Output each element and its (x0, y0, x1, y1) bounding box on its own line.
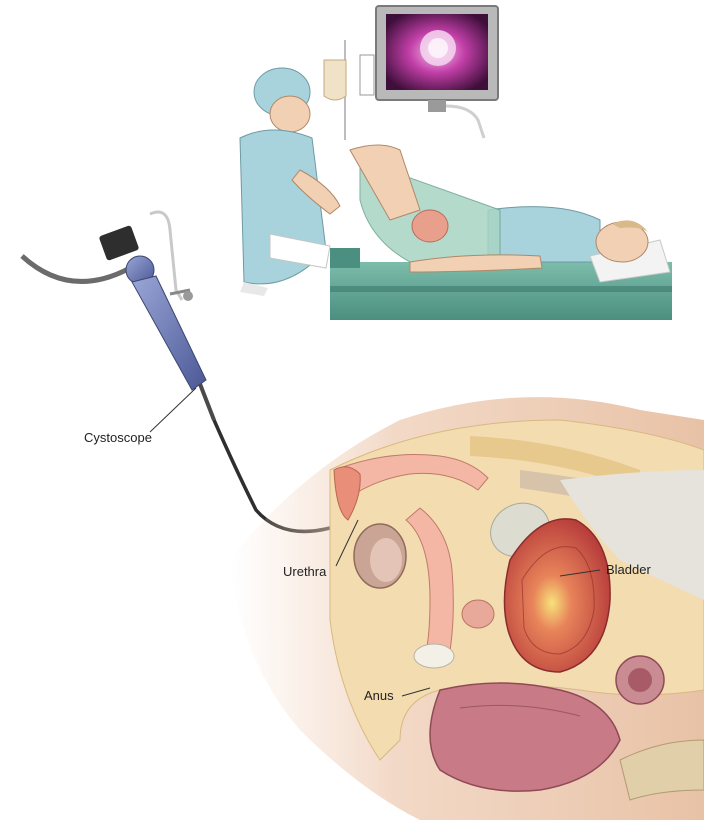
bladder-label: Bladder (606, 562, 651, 577)
pelvic-anatomy (230, 397, 704, 820)
video-monitor (376, 6, 498, 138)
cystoscope-leader (150, 388, 196, 432)
anus-label: Anus (364, 688, 394, 703)
doctor (240, 68, 340, 296)
cystoscope-label: Cystoscope (84, 430, 152, 445)
procedure-scene (240, 6, 672, 320)
iv-bag (324, 40, 374, 140)
patient (350, 145, 670, 282)
urethra-label: Urethra (283, 564, 327, 579)
